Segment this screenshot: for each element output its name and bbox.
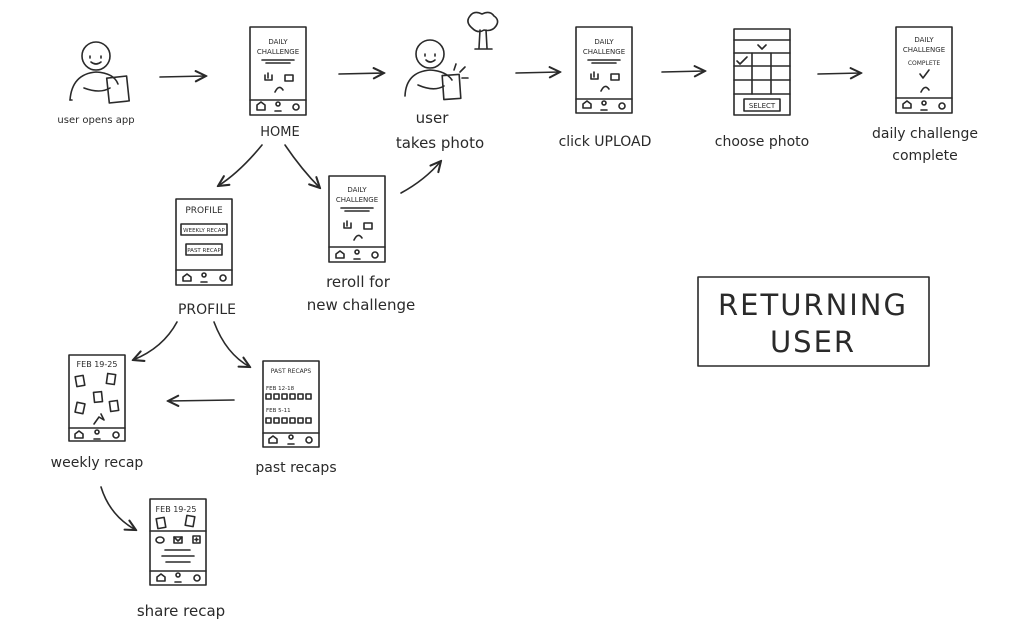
caption-past-recaps: past recaps — [255, 460, 336, 476]
reroll-daily-title-1: DAILY — [347, 186, 367, 194]
caption-complete-1: daily challenge — [872, 126, 978, 142]
title-line-1: RETURNING — [718, 288, 908, 322]
returning-user-title-box: RETURNING USER — [697, 276, 930, 367]
caption-home: HOME — [260, 125, 299, 140]
complete-label: COMPLETE — [908, 60, 941, 67]
caption-click-upload: click UPLOAD — [559, 134, 652, 150]
profile-screen-phone: PROFILE WEEKLY RECAP PAST RECAP — [175, 198, 233, 286]
past-recaps-title: PAST RECAPS — [271, 368, 312, 375]
choose-photo-phone: SELECT — [733, 28, 791, 116]
arrow-weekly-to-share — [100, 486, 136, 530]
arrow-choose-to-complete — [817, 73, 861, 74]
profile-screen-title: PROFILE — [185, 206, 223, 216]
upload-daily-title-2: CHALLENGE — [583, 48, 625, 56]
past-recaps-phone: PAST RECAPS FEB 12-18 FEB 5-11 — [262, 360, 320, 448]
caption-user-opens-app: user opens app — [57, 115, 134, 126]
home-screen-phone: DAILY CHALLENGE — [249, 26, 307, 116]
arrow-home-to-takes-photo — [338, 73, 384, 74]
caption-reroll-1: reroll for — [326, 273, 391, 291]
arrow-upload-to-choose — [661, 71, 705, 72]
past-recap-button-label: PAST RECAP — [187, 248, 221, 254]
complete-screen-phone: DAILY CHALLENGE COMPLETE — [895, 26, 953, 114]
caption-share-recap: share recap — [137, 602, 225, 620]
past-recaps-date-1: FEB 12-18 — [266, 386, 295, 392]
title-line-2: USER — [770, 325, 856, 359]
share-recap-phone: FEB 19-25 — [149, 498, 207, 586]
select-button-label: SELECT — [749, 102, 776, 110]
complete-daily-title-1: DAILY — [914, 36, 934, 44]
reroll-screen-phone: DAILY CHALLENGE — [328, 175, 386, 263]
caption-user-takes-photo-1: user — [416, 109, 450, 127]
weekly-recap-date: FEB 19-25 — [77, 360, 118, 369]
arrow-profile-to-past — [213, 321, 250, 367]
past-recaps-row-2 — [265, 417, 312, 424]
tree-icon — [467, 11, 499, 50]
flow-arrows — [100, 71, 861, 530]
reroll-daily-title-2: CHALLENGE — [336, 196, 378, 204]
caption-complete-2: complete — [892, 148, 957, 164]
weekly-recap-phone: FEB 19-25 — [68, 354, 126, 442]
home-daily-title-2: CHALLENGE — [257, 48, 299, 56]
arrow-home-to-reroll — [284, 144, 320, 188]
upload-screen-phone: DAILY CHALLENGE — [575, 26, 633, 114]
past-recaps-date-2: FEB 5-11 — [266, 408, 291, 414]
arrow-photo-to-upload — [515, 72, 560, 73]
arrow-past-to-weekly — [168, 400, 235, 401]
arrow-home-to-profile — [218, 144, 263, 186]
caption-reroll-2: new challenge — [307, 296, 416, 314]
weekly-recap-button-label: WEEKLY RECAP — [183, 228, 225, 234]
arrow-open-to-home — [159, 76, 206, 77]
past-recaps-row-1 — [265, 393, 312, 400]
home-daily-title-1: DAILY — [268, 38, 288, 46]
complete-daily-title-2: CHALLENGE — [903, 46, 945, 54]
caption-choose-photo: choose photo — [715, 134, 809, 150]
caption-profile: PROFILE — [178, 302, 236, 318]
person-opening-app-icon — [69, 41, 130, 104]
upload-daily-title-1: DAILY — [594, 38, 614, 46]
arrow-reroll-to-takes-photo — [400, 161, 441, 194]
caption-user-takes-photo-2: takes photo — [396, 134, 484, 152]
share-recap-date: FEB 19-25 — [156, 505, 197, 514]
person-taking-photo-icon — [404, 39, 469, 101]
caption-weekly-recap: weekly recap — [51, 455, 144, 471]
arrow-profile-to-weekly — [133, 321, 178, 360]
